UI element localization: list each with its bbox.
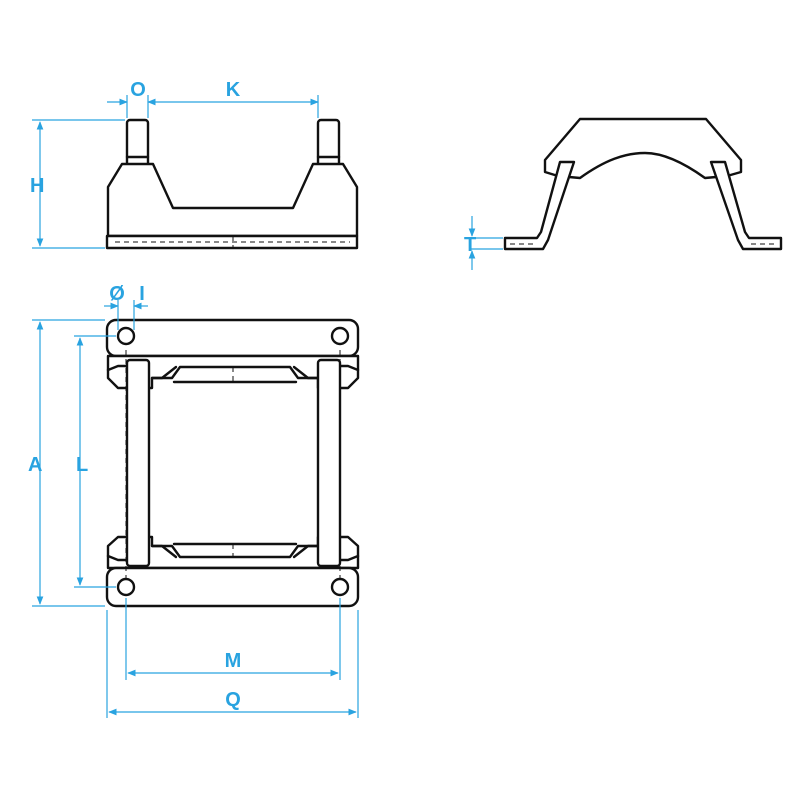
front-view: [105, 118, 359, 250]
top-hole-lower-left: [116, 577, 136, 597]
top-lower-plate: [105, 566, 360, 608]
top-hole-upper-right: [330, 326, 350, 346]
top-left-rail: [125, 358, 151, 568]
dimension-labels: O K H T Ø I A L M Q: [28, 79, 476, 711]
label-t: T: [464, 234, 476, 256]
label-i: I: [139, 283, 145, 305]
side-left-leg: [503, 160, 576, 251]
side-right-leg: [709, 160, 783, 251]
label-h: H: [30, 175, 44, 197]
side-view: [503, 117, 783, 251]
top-view: [105, 318, 360, 608]
side-saddle-body: [543, 117, 743, 180]
label-o: O: [130, 79, 146, 101]
label-l: L: [76, 454, 88, 476]
front-saddle-body: [106, 162, 359, 238]
top-upper-plate: [105, 318, 360, 358]
top-hole-lower-right: [330, 577, 350, 597]
label-diameter: Ø: [109, 283, 125, 305]
label-m: M: [225, 650, 242, 672]
label-q: Q: [225, 689, 241, 711]
label-k: K: [226, 79, 241, 101]
top-right-rail: [316, 358, 342, 568]
dimensions: [32, 95, 503, 718]
top-hole-upper-left: [116, 326, 136, 346]
label-a: A: [28, 454, 42, 476]
